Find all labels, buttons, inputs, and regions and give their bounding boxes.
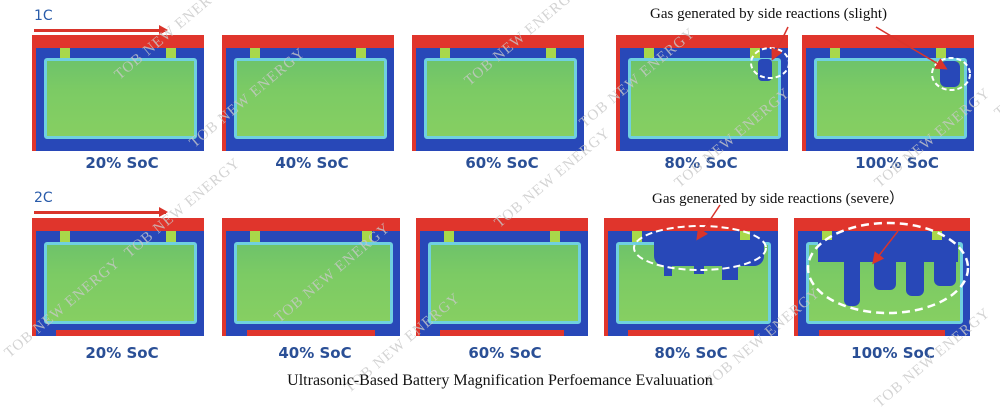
rate-label-2c: 2C xyxy=(34,190,53,206)
soc-label-2c-40: 40% SoC xyxy=(278,344,352,362)
scan-1c-20 xyxy=(32,35,204,151)
scan-1c-40 xyxy=(222,35,394,151)
gas-ellipse-2c-100 xyxy=(806,221,970,315)
gas-pointer-1c-80 xyxy=(771,26,789,61)
gas-ellipse-1c-80 xyxy=(750,47,790,79)
figure-caption: Ultrasonic-Based Battery Magnification P… xyxy=(287,372,713,389)
scan-2c-100 xyxy=(794,218,970,336)
rate-arrow-1c xyxy=(34,25,168,35)
soc-label-2c-60: 60% SoC xyxy=(468,344,542,362)
scan-2c-40 xyxy=(222,218,400,336)
gas-pointer-2c-80 xyxy=(696,204,721,241)
scan-1c-60 xyxy=(412,35,584,151)
soc-label-2c-80: 80% SoC xyxy=(654,344,728,362)
scan-2c-80 xyxy=(604,218,778,336)
soc-label-1c-100: 100% SoC xyxy=(855,154,939,172)
annotation-severe: Gas generated by side reactions (severe） xyxy=(652,191,904,207)
soc-label-1c-60: 60% SoC xyxy=(465,154,539,172)
gas-pointer-2c-100 xyxy=(872,230,899,265)
annotation-slight: Gas generated by side reactions (slight) xyxy=(650,6,888,22)
scan-1c-100 xyxy=(802,35,974,151)
gas-ellipse-2c-80 xyxy=(633,225,767,271)
soc-label-1c-80: 80% SoC xyxy=(664,154,738,172)
gas-markings xyxy=(633,26,971,315)
rate-label-1c: 1C xyxy=(34,8,53,24)
gas-ellipse-1c-100 xyxy=(931,57,971,91)
gas-pointer-1c-100 xyxy=(875,26,948,70)
soc-label-2c-100: 100% SoC xyxy=(851,344,935,362)
soc-label-2c-20: 20% SoC xyxy=(85,344,159,362)
scan-1c-80 xyxy=(616,35,788,151)
rate-arrow-2c xyxy=(34,207,168,217)
scan-2c-60 xyxy=(416,218,588,336)
scan-2c-20 xyxy=(32,218,204,336)
soc-label-1c-20: 20% SoC xyxy=(85,154,159,172)
soc-label-1c-40: 40% SoC xyxy=(275,154,349,172)
